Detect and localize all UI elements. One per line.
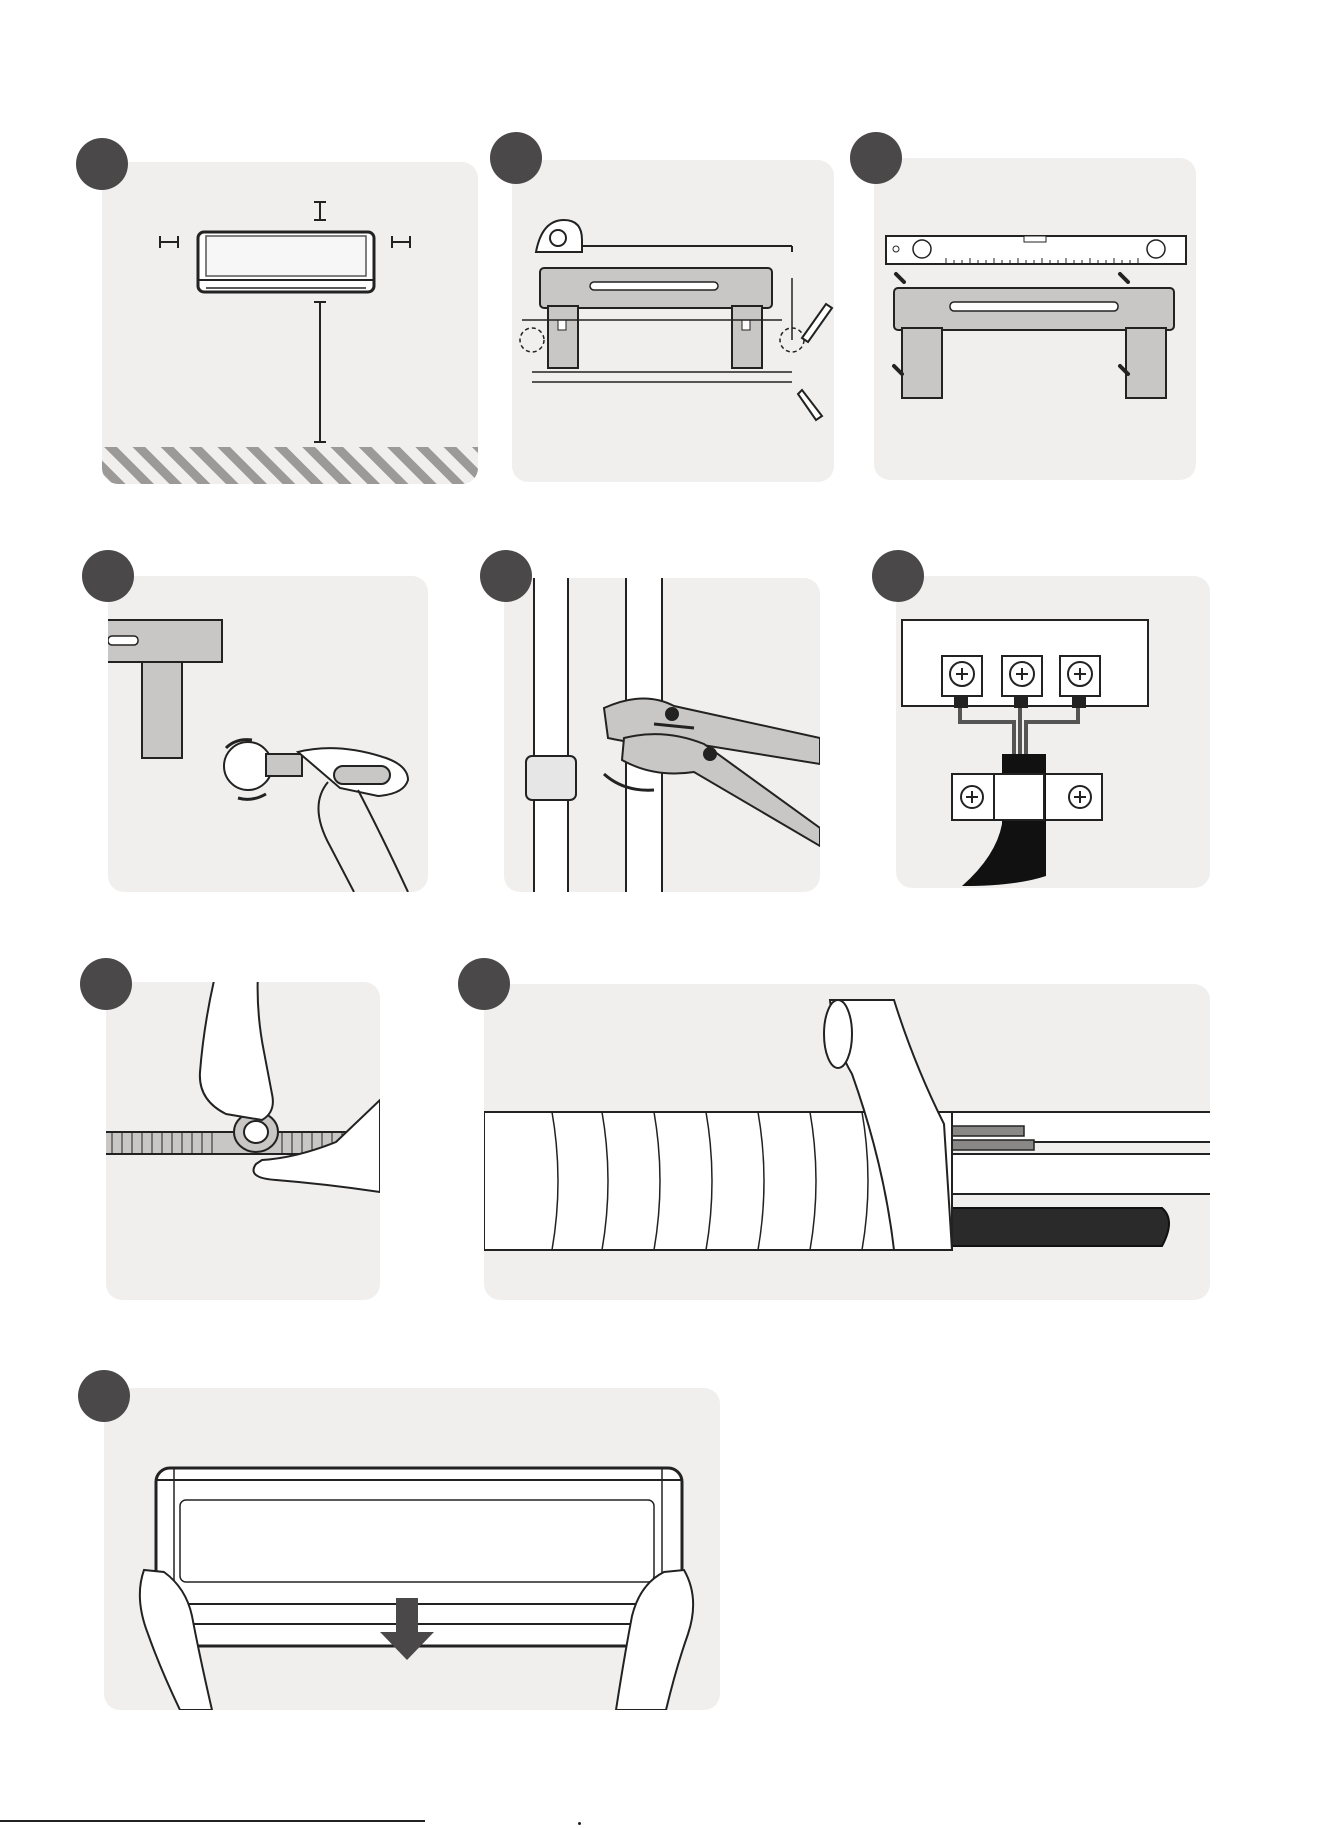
footer-mark [578,1822,581,1825]
wrap-hose-diagram [106,982,380,1300]
step-1-badge [76,138,128,190]
mounting-plate [108,620,222,758]
step-3-badge [850,132,902,184]
step-4-badge [82,550,134,602]
level-diagram [874,158,1196,480]
step-9-panel [104,1388,720,1710]
bundle-diagram [484,984,1210,1300]
terminal-diagram [896,576,1210,888]
tape-measure-icon [536,220,792,252]
mounting-plate [894,288,1174,398]
step-7-panel [106,982,380,1300]
wrench-diagram [504,578,820,892]
wire-icon [960,708,1078,754]
measure-diagram [512,160,834,482]
step-8-badge [458,958,510,1010]
clamp-strap [994,774,1044,820]
step-8-panel [484,984,1210,1300]
step-2-badge [490,132,542,184]
step-2-panel [512,160,834,482]
drain-hose-icon [944,1208,1169,1246]
spirit-level-icon [886,236,1186,264]
step-4-panel [108,576,428,892]
hand-icon [200,982,380,1192]
step-5-panel [504,578,820,892]
indoor-unit [156,1468,682,1646]
step-6-badge [872,550,924,602]
step-9-badge [78,1370,130,1422]
terminal-block [902,620,1148,708]
hook-unit-diagram [104,1388,720,1710]
footer-rule [0,1820,425,1822]
drill-diagram [108,576,428,892]
mounting-plate [540,268,772,368]
step-1-panel [102,162,478,484]
step-6-panel [896,576,1210,888]
drill-icon [224,742,408,892]
pencil-icon [798,304,832,420]
indoor-unit [198,232,374,292]
step-7-badge [80,958,132,1010]
step-3-panel [874,158,1196,480]
step-5-badge [480,550,532,602]
floor-hatch [102,447,478,484]
clearance-diagram [102,162,478,484]
